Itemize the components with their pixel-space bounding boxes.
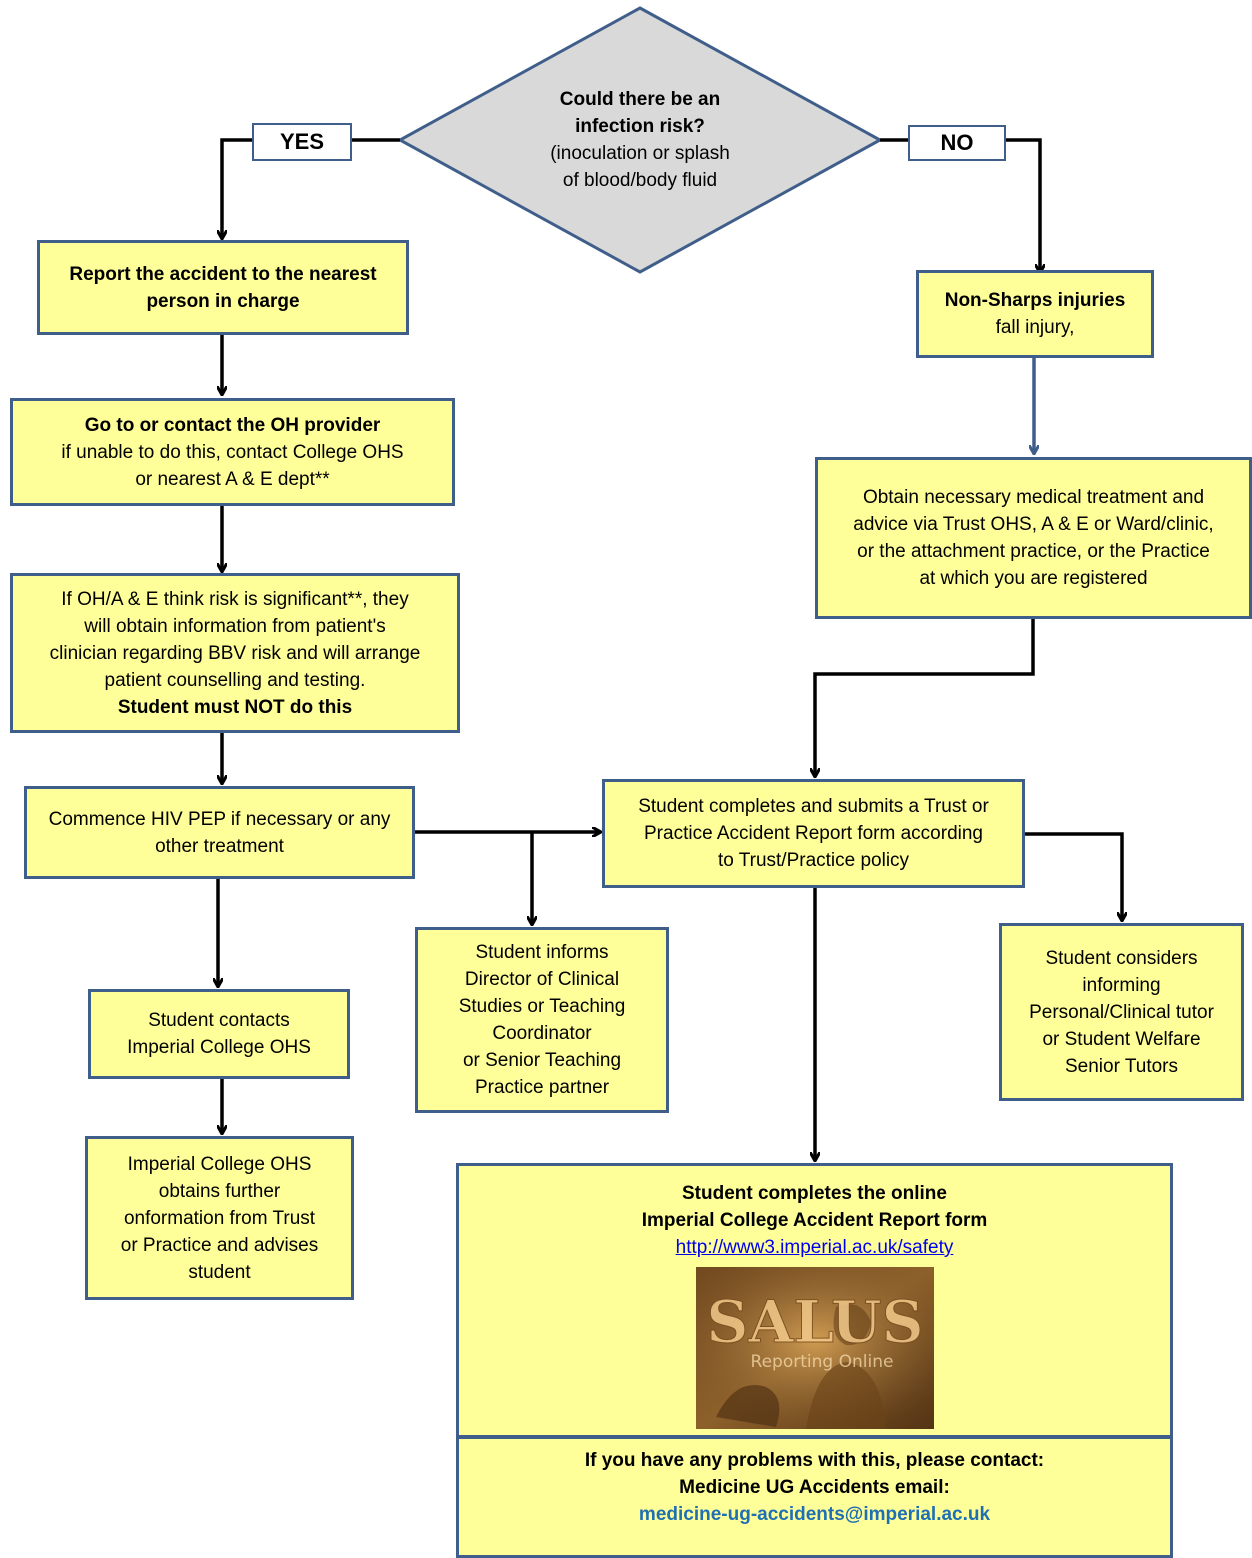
tutor-line3: Personal/Clinical tutor (1029, 1001, 1214, 1023)
ohs-info-line5: student (188, 1261, 251, 1283)
safety-link[interactable]: http://www3.imperial.ac.uk/safety (675, 1237, 954, 1258)
treatment-line2: advice via Trust OHS, A & E or Ward/clin… (853, 514, 1214, 535)
inform-line6: Practice partner (474, 1077, 610, 1098)
arrow-no-to-non-sharps (880, 138, 1040, 272)
trust-report-box: Student completes and submits a Trust or… (602, 779, 1025, 888)
decision-detail-line2: of blood/body fluid (562, 170, 718, 191)
tutor-line2: informing (1082, 974, 1161, 996)
report-accident-box: Report the accident to the nearest perso… (37, 240, 409, 335)
decision-title-line2: infection risk? (575, 116, 705, 137)
contact-line1: If you have any problems with this, plea… (584, 1450, 1045, 1471)
logo-subtext: Reporting Online (750, 1352, 893, 1372)
oh-provider-box: Go to or contact the OH provider if unab… (10, 398, 455, 506)
risk-line5: Student must NOT do this (117, 696, 353, 718)
risk-line3: clinician regarding BBV risk and will ar… (49, 642, 421, 664)
contact-email[interactable]: medicine-ug-accidents@imperial.ac.uk (638, 1504, 991, 1525)
salus-logo-image: SALUS Reporting Online (695, 1267, 934, 1429)
arrow-to-consider-tutor (1024, 832, 1122, 920)
tutor-line1: Student considers (1045, 947, 1198, 969)
oh-provider-line1: if unable to do this, contact College OH… (61, 441, 404, 463)
pep-line1: Commence HIV PEP if necessary or any (48, 808, 391, 830)
trust-report-line2: Practice Accident Report form according (644, 823, 983, 844)
inform-line3: Studies or Teaching (458, 996, 626, 1017)
no-label: NO (908, 125, 1006, 161)
online-form-box: Student completes the online Imperial Co… (456, 1163, 1173, 1438)
commence-pep-box: Commence HIV PEP if necessary or any oth… (24, 786, 415, 879)
risk-line1: If OH/A & E think risk is significant**,… (61, 588, 409, 610)
decision-title-line1: Could there be an (559, 89, 721, 110)
contacts-line1: Student contacts (148, 1010, 290, 1031)
inform-director-box: Student informs Director of Clinical Stu… (415, 927, 669, 1113)
non-sharps-box: Non-Sharps injuries fall injury, (916, 270, 1154, 358)
treatment-line4: at which you are registered (919, 568, 1148, 589)
report-line1: Report the accident to the nearest (69, 263, 377, 285)
logo-text: SALUS (706, 1288, 923, 1356)
consider-tutor-box: Student considers informing Personal/Cli… (999, 923, 1244, 1101)
decision-diamond (396, 6, 884, 274)
arrow-yes-to-report (222, 138, 400, 238)
inform-line5: or Senior Teaching (462, 1050, 622, 1071)
decision-text: Could there be an infection risk? (inocu… (515, 86, 765, 194)
contact-box: If you have any problems with this, plea… (456, 1436, 1173, 1558)
ohs-info-line4: or Practice and advises (120, 1234, 319, 1256)
treatment-line3: or the attachment practice, or the Pract… (857, 541, 1210, 562)
decision-detail-line1: (inoculation or splash (550, 143, 730, 164)
contact-line2: Medicine UG Accidents email: (679, 1477, 950, 1498)
oh-provider-title: Go to or contact the OH provider (84, 414, 381, 436)
inform-line2: Director of Clinical (464, 969, 620, 990)
non-sharps-line1: fall injury, (995, 317, 1075, 338)
trust-report-line3: to Trust/Practice policy (717, 850, 910, 871)
online-line2: Imperial College Accident Report form (641, 1210, 988, 1231)
inform-line1: Student informs (475, 942, 609, 963)
online-line1: Student completes the online (682, 1183, 947, 1204)
tutor-line5: Senior Tutors (1065, 1055, 1178, 1077)
treatment-line1: Obtain necessary medical treatment and (862, 487, 1205, 508)
ohs-info-line1: Imperial College OHS (127, 1153, 312, 1175)
pep-line2: other treatment (155, 835, 284, 857)
ohs-info-line2: obtains further (158, 1180, 281, 1202)
medical-treatment-box: Obtain necessary medical treatment and a… (815, 457, 1252, 619)
arrow-treatment-to-trust-report (815, 619, 1035, 776)
yes-label: YES (252, 123, 352, 161)
risk-line4: patient counselling and testing. (104, 669, 366, 691)
non-sharps-title: Non-Sharps injuries (944, 290, 1126, 311)
contacts-line2: Imperial College OHS (127, 1037, 311, 1058)
oh-provider-line2: or nearest A & E dept** (135, 468, 330, 490)
ohs-info-line3: onformation from Trust (123, 1207, 316, 1229)
trust-report-line1: Student completes and submits a Trust or (638, 796, 989, 817)
tutor-line4: or Student Welfare (1042, 1028, 1201, 1050)
risk-significant-box: If OH/A & E think risk is significant**,… (10, 573, 460, 733)
risk-line2: will obtain information from patient's (84, 615, 386, 637)
ohs-further-info-box: Imperial College OHS obtains further onf… (85, 1136, 354, 1300)
student-contacts-ohs-box: Student contacts Imperial College OHS (88, 989, 350, 1079)
inform-line4: Coordinator (492, 1023, 592, 1044)
report-line2: person in charge (146, 290, 300, 312)
